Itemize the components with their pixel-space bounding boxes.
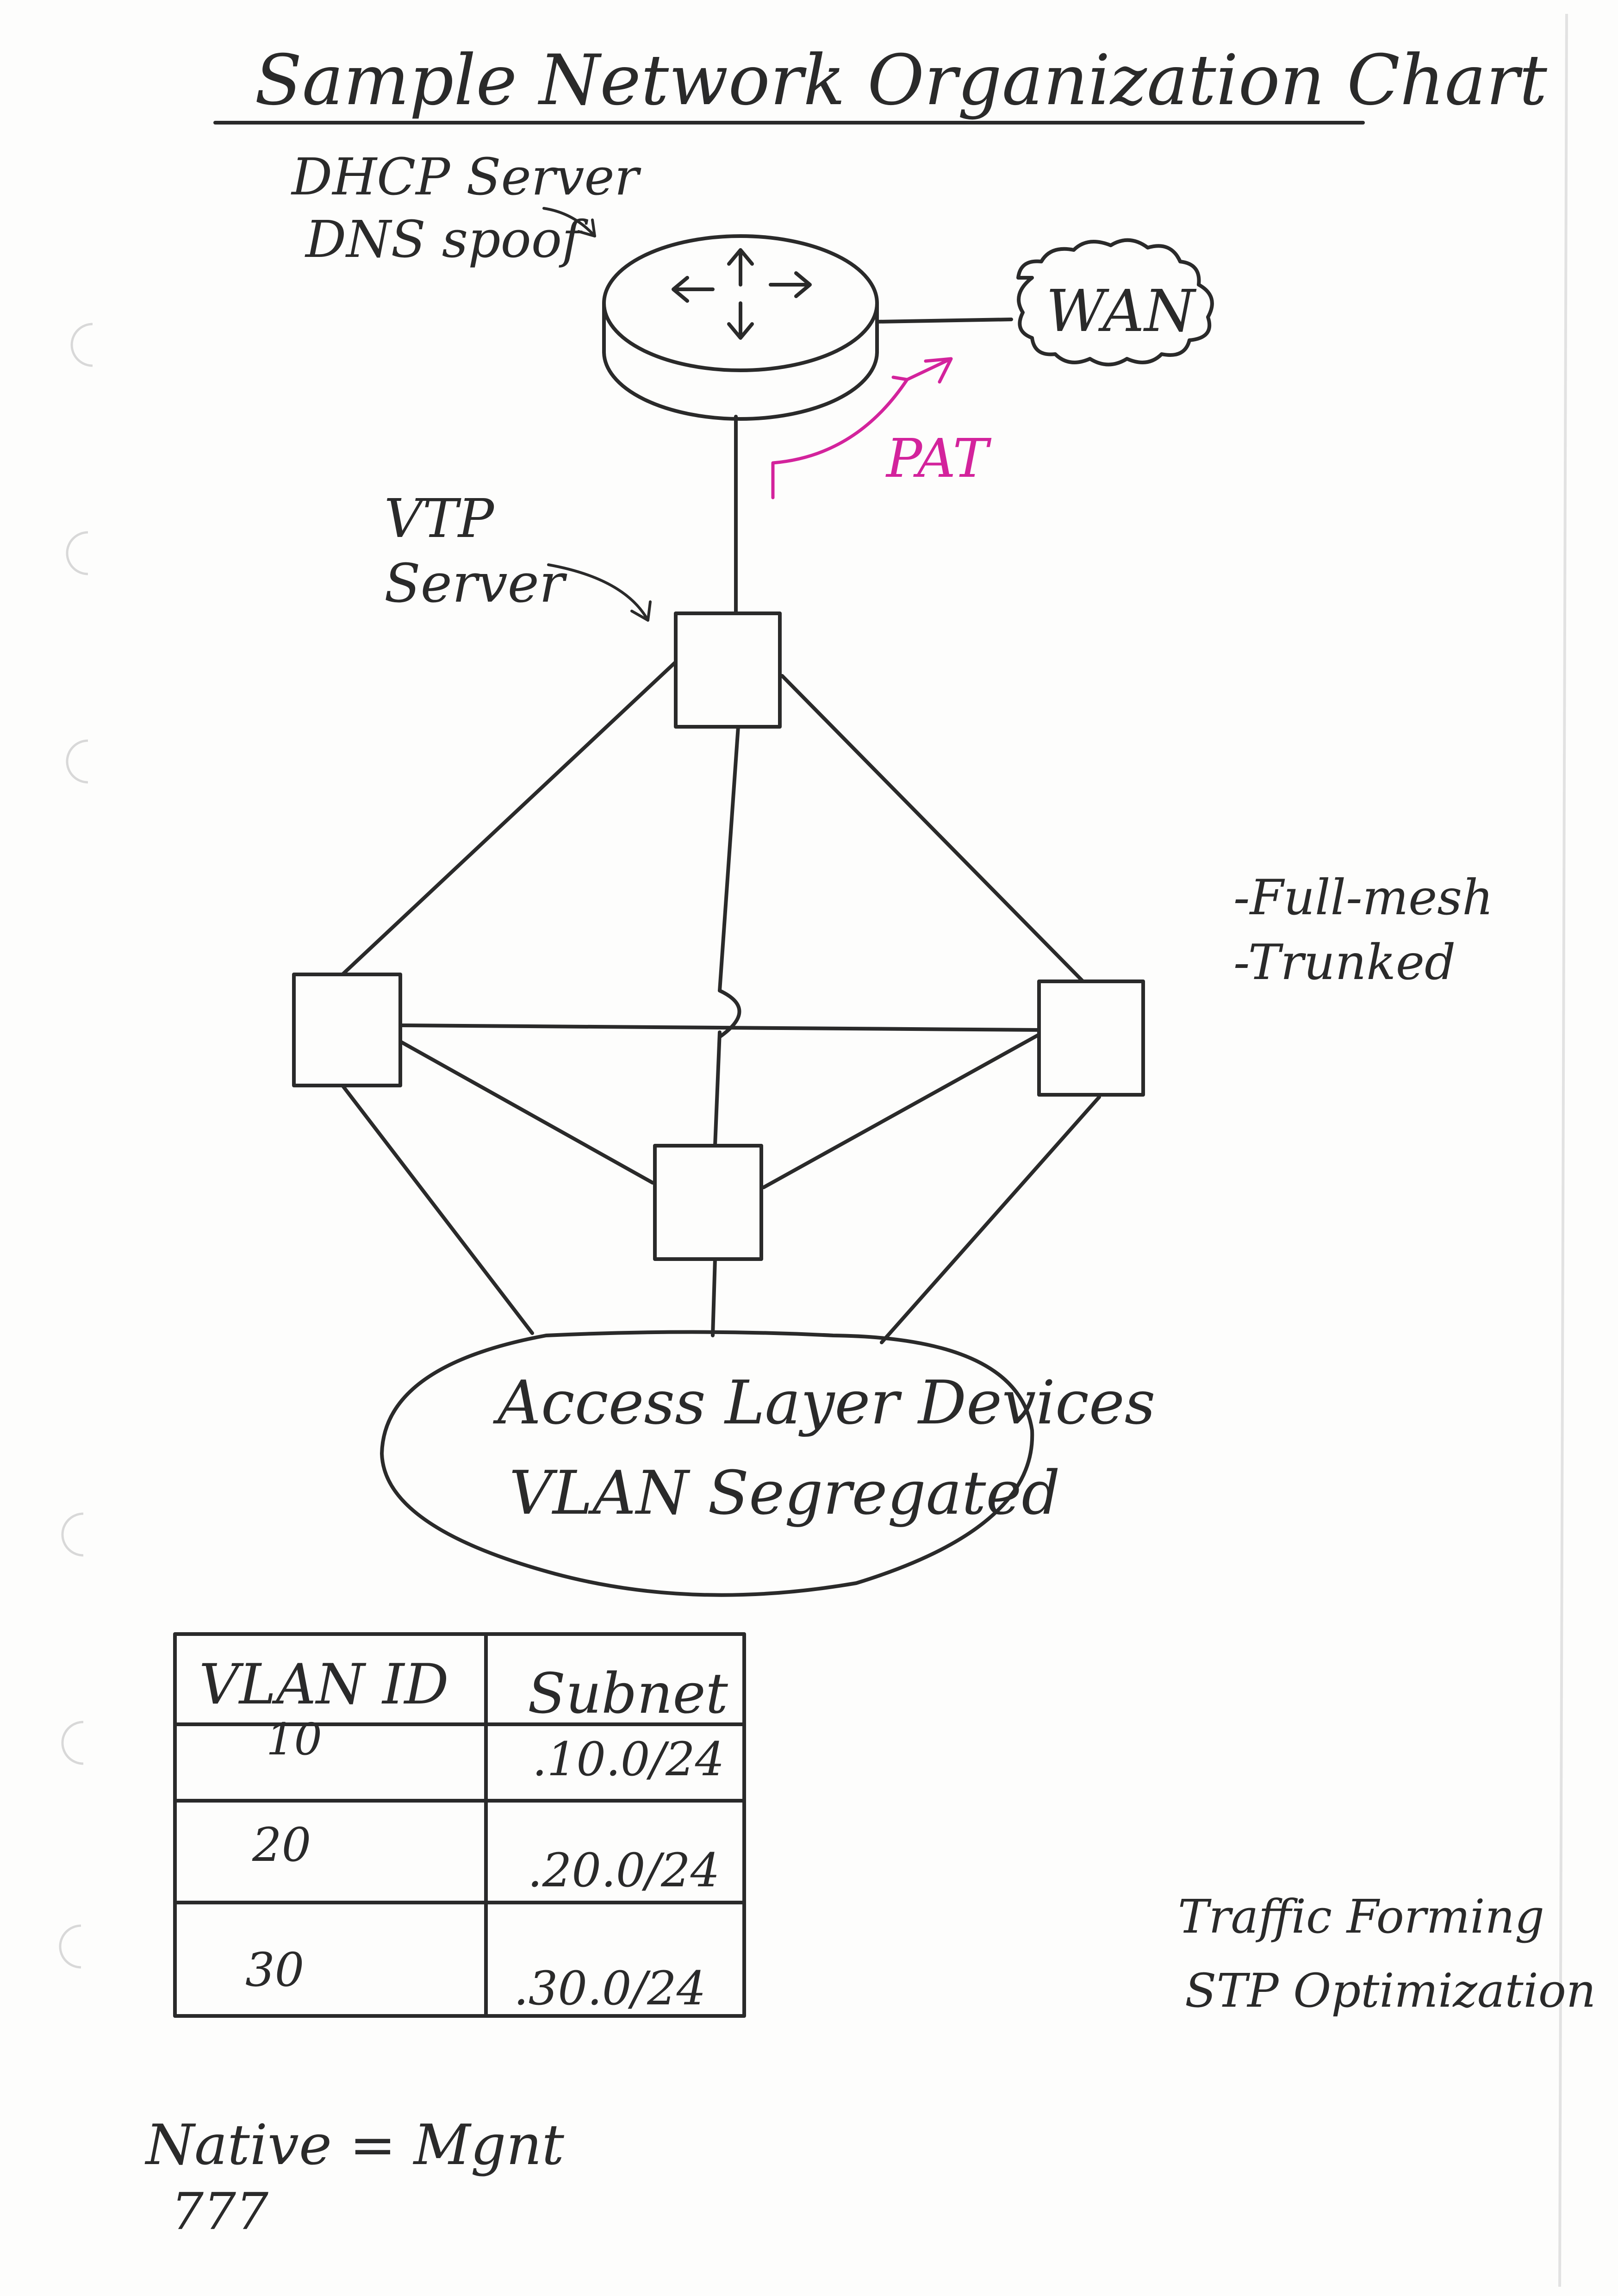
arrowhead xyxy=(630,600,652,622)
link-bottom-access xyxy=(711,1257,717,1337)
link-top-right xyxy=(780,674,1085,983)
punch-holes xyxy=(59,323,93,1969)
diagram-title: Sample Network Organization Chart xyxy=(255,40,1548,121)
pat-arrowhead xyxy=(891,357,953,384)
vlan-row-30-id: 30 xyxy=(245,1943,304,1997)
punch-hole xyxy=(70,323,93,367)
switch-bottom xyxy=(653,1144,763,1261)
vlan-table: VLAN ID Subnet 10 .10.0/24 20 .20.0/24 3… xyxy=(173,1632,746,2018)
vlan-row-20-subnet: .20.0/24 xyxy=(528,1843,720,1897)
vtp-annotation-arrow xyxy=(547,563,649,622)
switch-left xyxy=(292,973,402,1087)
vlan-table-border xyxy=(173,1632,746,2018)
wan-cloud xyxy=(1016,238,1214,367)
router-icon xyxy=(602,234,879,421)
link-top-left xyxy=(341,660,678,976)
router-wan-link xyxy=(875,318,1013,324)
link-left-right xyxy=(398,1023,1041,1032)
link-left-access xyxy=(341,1084,534,1335)
access-layer-cloud xyxy=(380,1330,1034,1597)
access-layer-line2: VLAN Segregated xyxy=(509,1458,1060,1528)
wan-label: WAN xyxy=(1046,278,1197,345)
vtp-annotation-line2: Server xyxy=(384,553,567,615)
router-annotation-arrow xyxy=(542,207,596,237)
punch-hole xyxy=(61,1512,84,1557)
mesh-note-trunked: -Trunked xyxy=(1233,934,1456,991)
mesh-note-full-mesh: -Full-mesh xyxy=(1233,869,1494,926)
link-hop xyxy=(718,989,741,1039)
native-note-line1: Native = Mgnt xyxy=(144,2113,565,2177)
punch-hole xyxy=(59,1924,81,1969)
native-note-line2: 777 xyxy=(171,2182,268,2241)
note-traffic-forming: Traffic Forming xyxy=(1178,1890,1544,1944)
punch-hole xyxy=(66,531,88,575)
vlan-row-10-id: 10 xyxy=(266,1714,322,1765)
access-layer-line1: Access Layer Devices xyxy=(493,1367,1156,1438)
vlan-row-30-subnet: .30.0/24 xyxy=(514,1961,706,2015)
link-right-access xyxy=(880,1095,1101,1344)
router-annotation-line2: DNS spoof xyxy=(305,210,588,269)
link-left-bottom xyxy=(398,1040,654,1185)
page-edge xyxy=(1558,13,1568,2287)
mesh-links xyxy=(341,660,1101,1344)
pat-arrow xyxy=(771,378,909,499)
note-stp-optimization: STP Optimization xyxy=(1185,1964,1596,2018)
vlan-row-10-subnet: .10.0/24 xyxy=(532,1732,724,1786)
link-top-bottom xyxy=(713,1030,722,1148)
vlan-row-20-id: 20 xyxy=(252,1818,311,1872)
router-annotation-line1: DHCP Server xyxy=(291,147,642,206)
link-top-bottom xyxy=(718,725,740,992)
arrowhead xyxy=(577,218,596,237)
vlan-table-header-id: VLAN ID xyxy=(199,1653,449,1717)
vlan-table-header-subnet: Subnet xyxy=(528,1662,728,1726)
punch-hole xyxy=(66,739,88,784)
pat-label: PAT xyxy=(885,428,992,490)
vtp-switch xyxy=(674,611,782,729)
switch-right xyxy=(1037,980,1145,1097)
punch-hole xyxy=(61,1721,84,1765)
link-right-bottom xyxy=(762,1033,1041,1189)
vtp-annotation-line1: VTP xyxy=(384,488,495,550)
